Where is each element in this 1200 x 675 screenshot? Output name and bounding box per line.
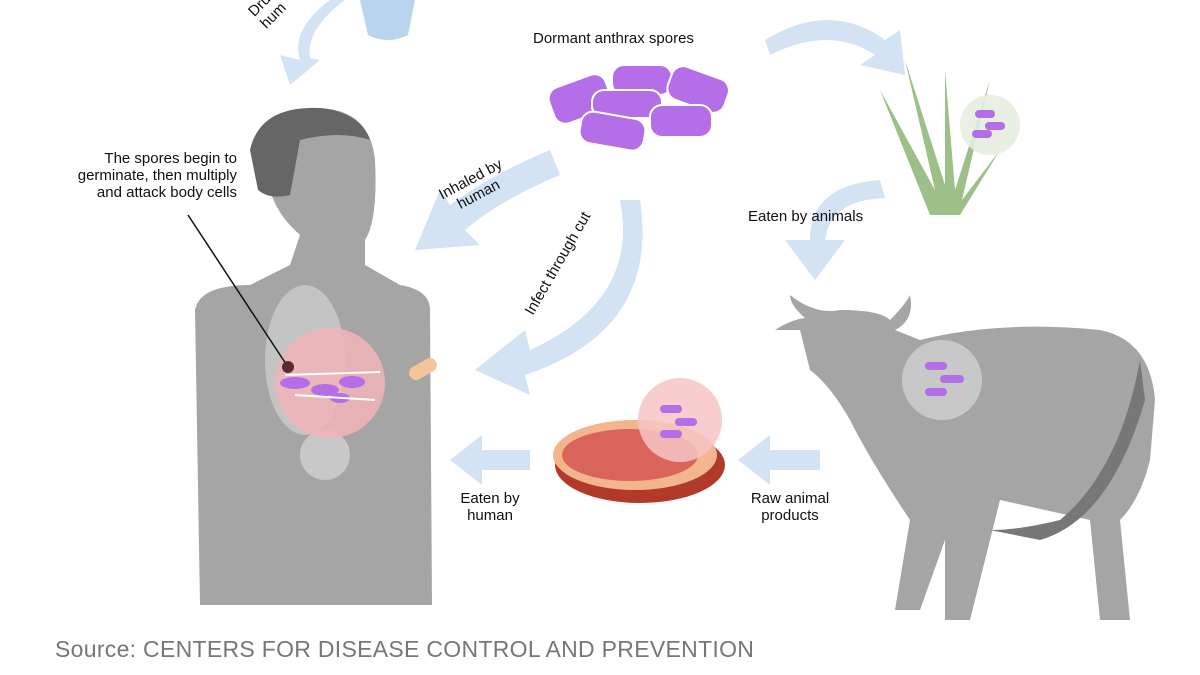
flow-arrows xyxy=(280,0,905,485)
label-germinate: The spores begin to germinate, then mult… xyxy=(77,150,237,201)
source-credit: Source: CENTERS FOR DISEASE CONTROL AND … xyxy=(55,636,755,662)
cow-figure xyxy=(775,295,1155,620)
pointer-line xyxy=(187,214,289,368)
arrow-inhaled xyxy=(415,150,560,250)
label-eaten-human: Eaten by human xyxy=(460,490,520,524)
arrow-eaten-human xyxy=(450,435,530,485)
grass-icon xyxy=(880,60,1020,215)
spores-cluster-icon xyxy=(547,64,730,152)
label-dormant: Dormant anthrax spores xyxy=(533,30,694,47)
arrow-raw xyxy=(738,435,820,485)
arrow-to-cow xyxy=(785,180,885,280)
bandage-icon xyxy=(409,358,437,380)
arrow-to-grass xyxy=(765,20,905,75)
arrow-drink xyxy=(280,0,345,85)
human-figure xyxy=(187,107,437,605)
arrow-infect xyxy=(475,200,643,395)
label-eaten-animals: Eaten by animals xyxy=(748,208,864,225)
water-cup-icon xyxy=(360,0,415,40)
meat-icon xyxy=(553,378,725,503)
label-raw-products: Raw animal products xyxy=(750,490,830,524)
